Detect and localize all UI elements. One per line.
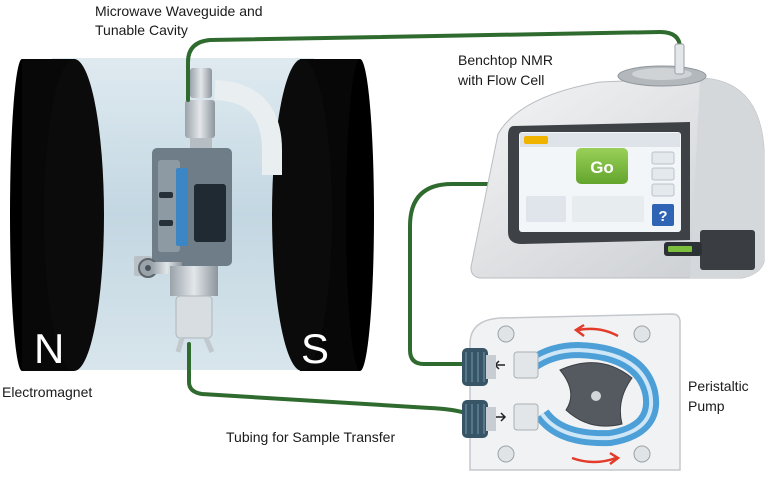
tube-cavity-to-nmr [186, 29, 682, 102]
label-pump-line1: Peristaltic [688, 378, 749, 394]
south-pole [272, 59, 374, 371]
tube-nmr-to-pump [408, 182, 502, 366]
rotation-arrow-icon [571, 323, 621, 465]
tube-cavity-to-pump [187, 342, 464, 414]
go-button [576, 148, 628, 184]
label-tubing: Tubing for Sample Transfer [226, 429, 396, 445]
nmr-instrument-icon [470, 43, 765, 279]
north-pole-label: N [34, 325, 65, 372]
label-electromagnet: Electromagnet [2, 384, 93, 400]
label-nmr-line2: with Flow Cell [458, 72, 545, 88]
south-pole-face [272, 59, 332, 371]
label-nmr-line1: Benchtop NMR [458, 52, 553, 68]
label-waveguide-line1: Microwave Waveguide and [95, 3, 263, 19]
north-pole-face [44, 59, 104, 371]
cavity-icon [134, 68, 282, 353]
tubing [186, 29, 682, 414]
label-pump-line2: Pump [688, 398, 725, 414]
north-pole [10, 59, 104, 371]
south-pole-label: S [301, 325, 330, 372]
pump-icon [462, 313, 681, 471]
label-waveguide-line2: Tunable Cavity [95, 22, 188, 38]
help-button-label: ? [658, 208, 667, 225]
go-button-label: Go [590, 158, 614, 177]
